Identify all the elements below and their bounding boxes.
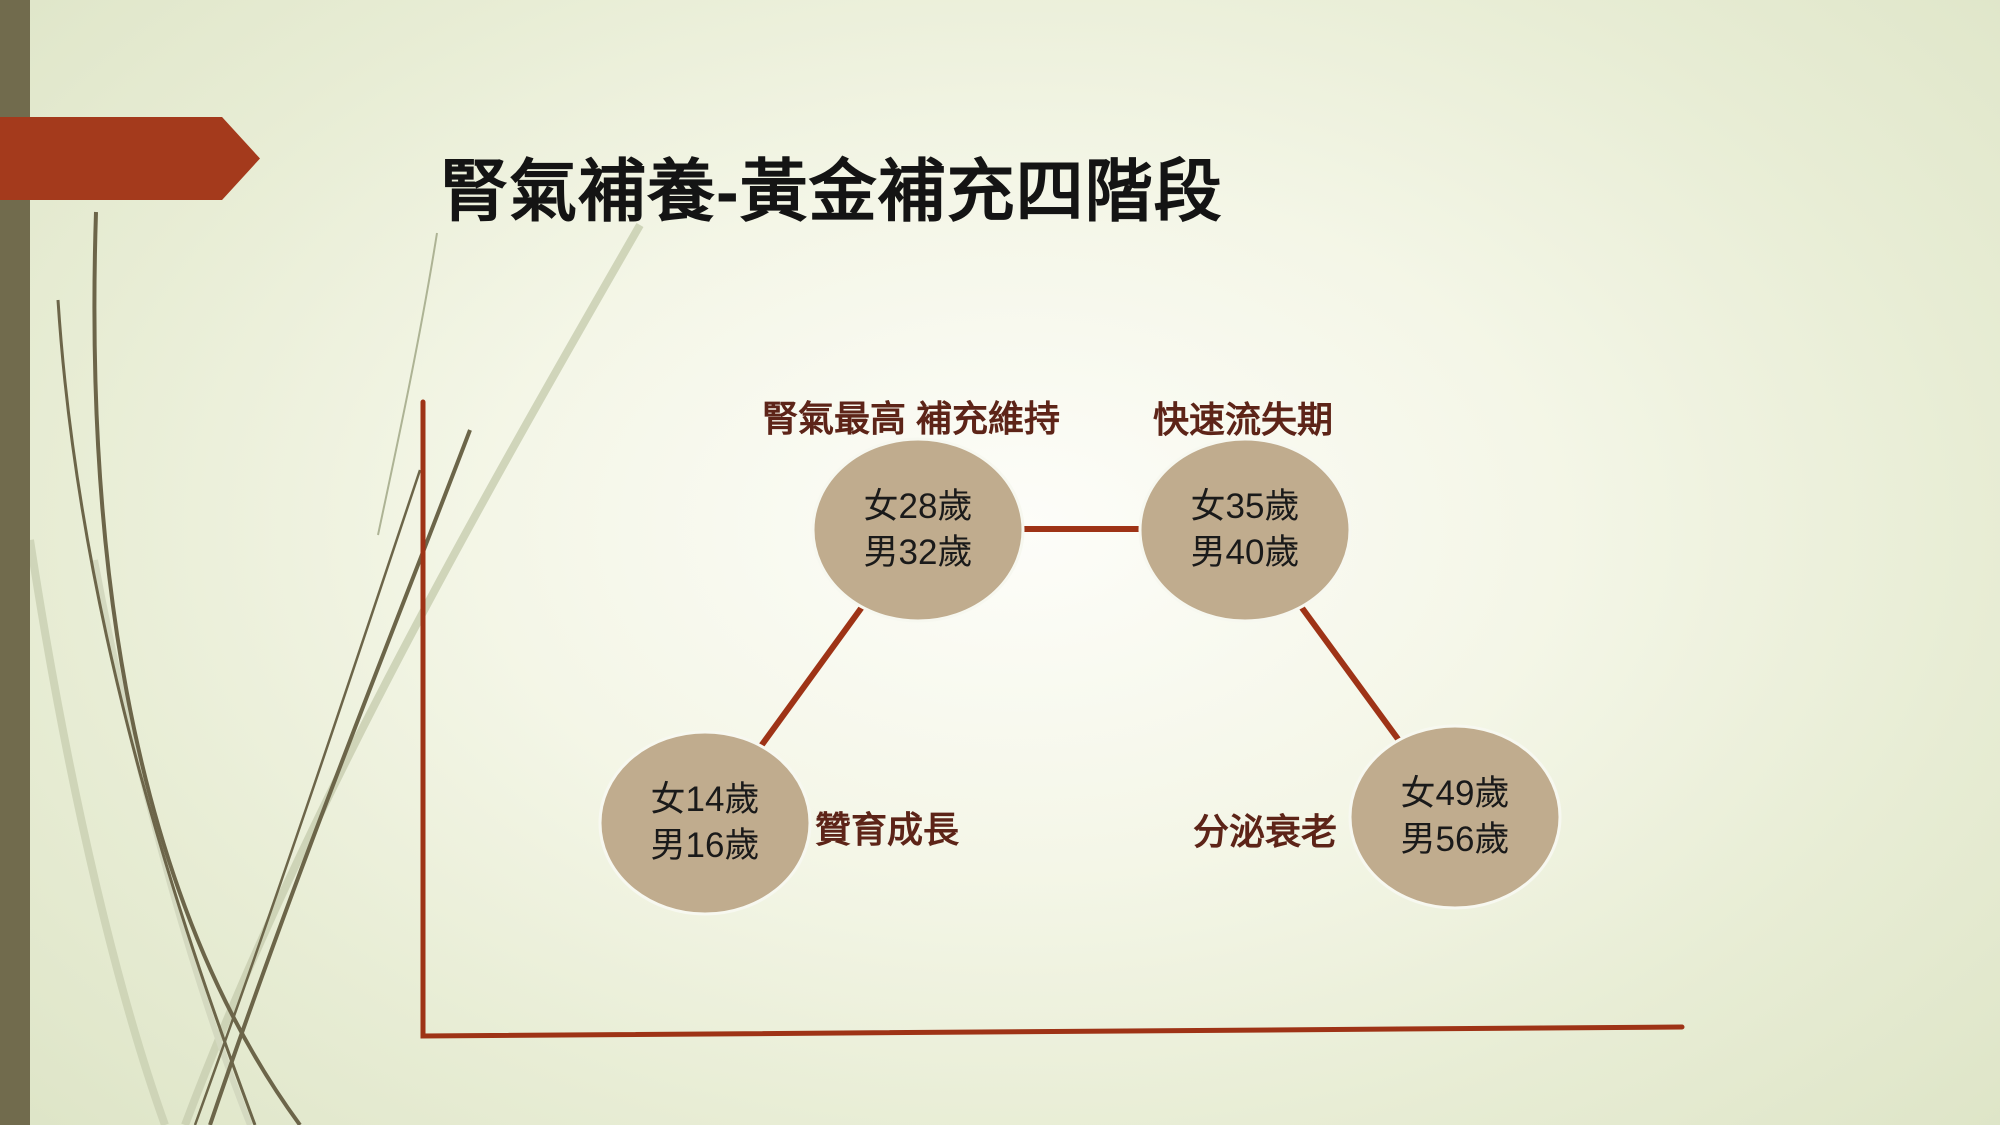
stage-circle-peak <box>811 437 1025 623</box>
page-title: 腎氣補養-黃金補充四階段 <box>440 154 1223 230</box>
stage-label-peak: 腎氣最高 補充維持 <box>762 398 1061 439</box>
stage-ages-growth: 女14歲 男16歲 <box>600 732 810 914</box>
stage-circle-decline <box>1348 724 1562 910</box>
arrow-banner <box>0 117 260 200</box>
stage-circle-growth <box>598 730 812 916</box>
stage-ages-decline: 女49歲 男56歲 <box>1350 726 1560 908</box>
female-age: 女14歲 <box>650 780 760 819</box>
male-age: 男56歲 <box>1400 820 1510 859</box>
stage-label-rapid-loss: 快速流失期 <box>1153 399 1334 440</box>
male-age: 男40歲 <box>1190 533 1300 572</box>
stage-label-growth: 贊育成長 <box>815 809 960 850</box>
stage-ages-rapid-loss: 女35歲 男40歲 <box>1140 439 1350 621</box>
female-age: 女28歲 <box>863 487 973 526</box>
male-age: 男32歲 <box>863 533 973 572</box>
stage-ages-peak: 女28歲 男32歲 <box>813 439 1023 621</box>
female-age: 女49歲 <box>1400 774 1510 813</box>
axis-line <box>420 399 1685 1039</box>
stage-circle-rapid-loss <box>1138 437 1352 623</box>
female-age: 女35歲 <box>1190 487 1300 526</box>
stage-label-decline: 分泌衰老 <box>1193 811 1338 852</box>
male-age: 男16歲 <box>650 826 760 865</box>
